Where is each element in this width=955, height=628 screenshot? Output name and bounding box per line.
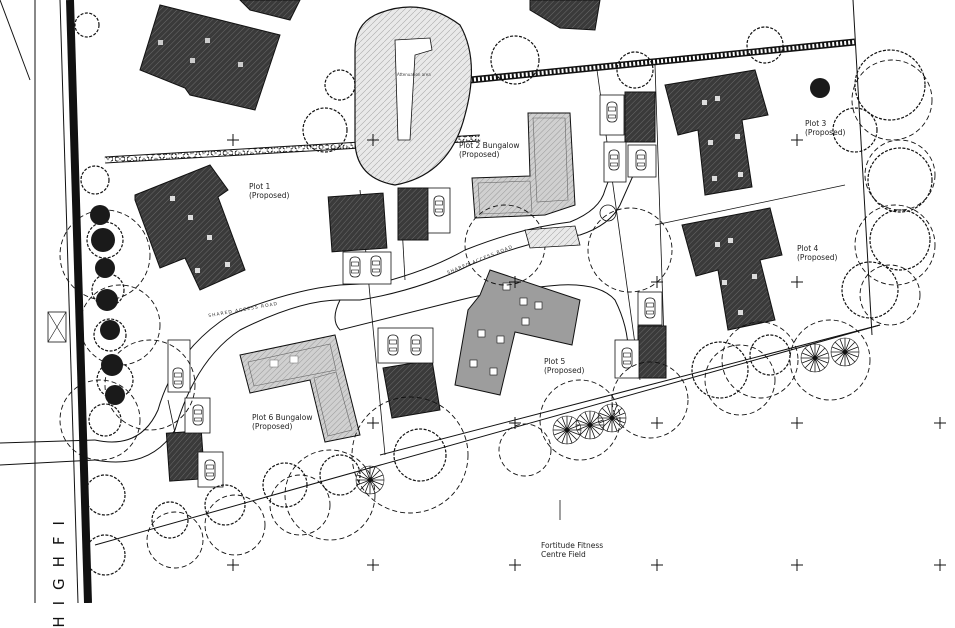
plot3-house — [664, 69, 769, 196]
tree-canopies-dashed — [59, 59, 936, 569]
plot4-name: Plot 4 — [797, 244, 819, 253]
plot2-bungalow — [471, 112, 576, 219]
site-plan-drawing — [0, 0, 947, 603]
field-label-line1: Fortitude Fitness — [541, 541, 604, 550]
plot4-status: (Proposed) — [797, 253, 838, 262]
existing-house-nw — [139, 4, 281, 111]
plot5-name: Plot 5 — [544, 357, 566, 366]
plot6-name: Plot 6 Bungalow — [252, 413, 313, 422]
plot2-name: Plot 2 Bungalow — [459, 141, 520, 150]
plot1-status: (Proposed) — [249, 191, 290, 200]
plot4-garage — [614, 291, 667, 379]
highway-edge — [59, 0, 92, 603]
attenuation-area — [354, 6, 472, 186]
plot6-bungalow — [239, 334, 361, 443]
attenuation-label: Attenuation area — [397, 72, 431, 77]
plot1-garage — [327, 192, 392, 285]
plot3-status: (Proposed) — [805, 128, 846, 137]
plot5-status: (Proposed) — [544, 366, 585, 375]
tree-canopies-solid — [74, 12, 933, 576]
plot4-house — [681, 207, 783, 331]
plot6-status: (Proposed) — [252, 422, 293, 431]
plot5-house — [454, 269, 581, 396]
site-boundary-lines — [0, 0, 881, 603]
existing-house-top — [239, 0, 601, 31]
plot3-label: Plot 3 (Proposed) — [805, 119, 845, 137]
field-label-line2: Centre Field — [541, 550, 586, 559]
plot5-label: Plot 5 (Proposed) — [544, 357, 584, 375]
plot2-label: Plot 2 Bungalow (Proposed) — [459, 141, 520, 159]
field-label: Fortitude Fitness Centre Field — [541, 541, 603, 559]
access-junction-marker — [524, 204, 617, 249]
plot3-name: Plot 3 — [805, 119, 827, 128]
highway-name: HIGHFI — [50, 510, 68, 628]
plot4-label: Plot 4 (Proposed) — [797, 244, 837, 262]
plot6-garage — [47, 311, 224, 488]
plot2-status: (Proposed) — [459, 150, 500, 159]
plot1-name: Plot 1 — [249, 182, 271, 191]
plot1-house — [134, 164, 246, 291]
plot3-garage — [599, 91, 657, 183]
plot1-label: Plot 1 (Proposed) — [249, 182, 289, 200]
plot5-garage — [377, 327, 441, 419]
plot6-label: Plot 6 Bungalow (Proposed) — [252, 413, 313, 431]
plot2-garage — [397, 187, 451, 241]
boundary-shrubs — [90, 78, 830, 405]
